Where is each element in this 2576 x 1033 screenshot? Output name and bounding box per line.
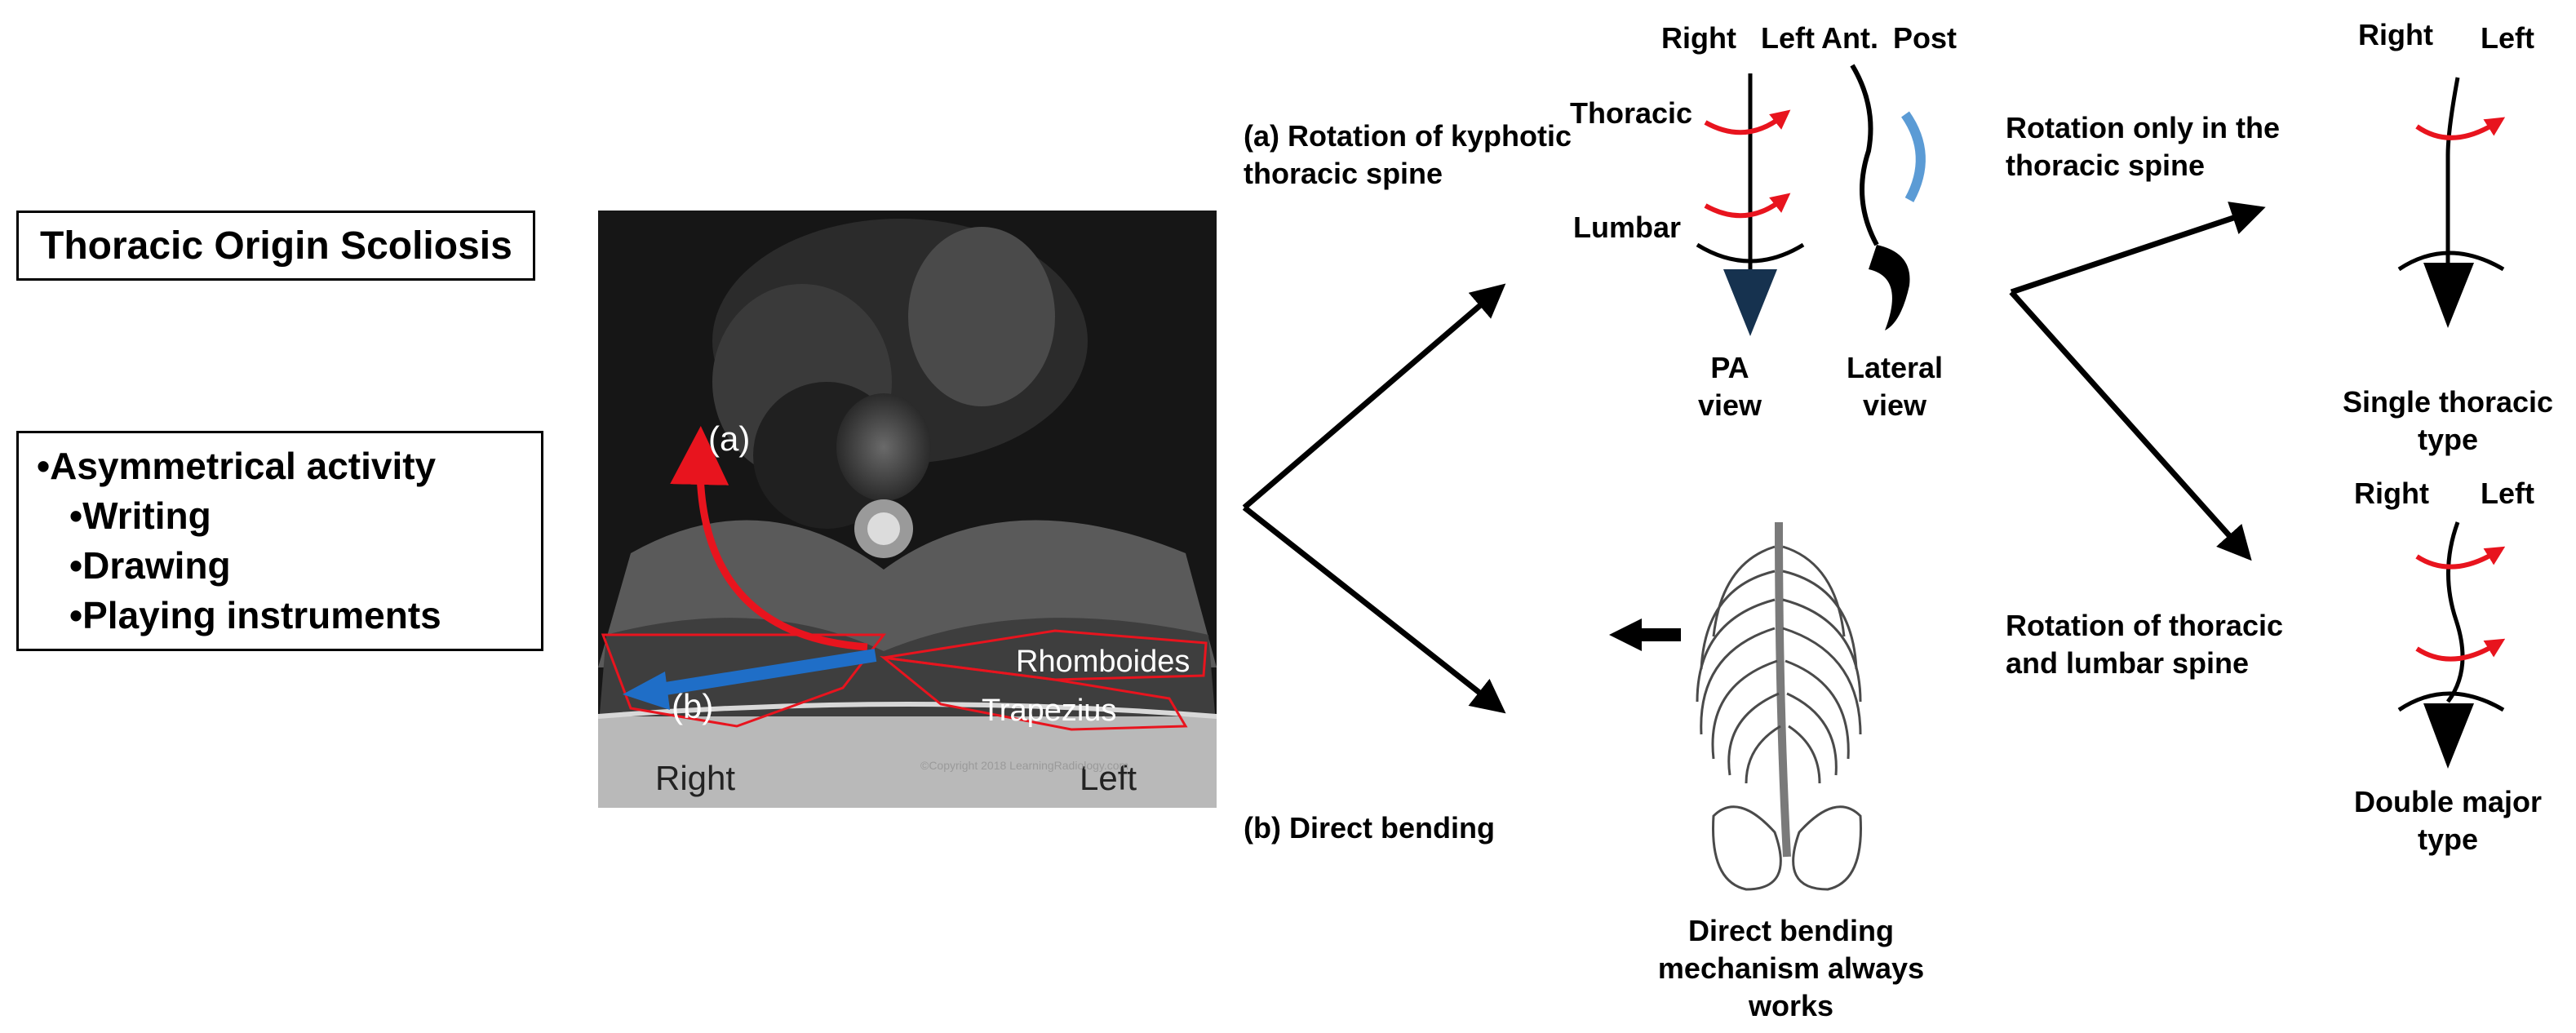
pa-view-spine xyxy=(1696,73,1805,336)
lateral-view-spine xyxy=(1850,64,1926,330)
double-left-label: Left xyxy=(2481,477,2534,510)
single-type-caption: Single thoracic type xyxy=(2342,385,2554,456)
mri-label-b: (b) xyxy=(672,687,714,725)
activity-item: •Writing xyxy=(69,494,211,537)
mri-label-a: (a) xyxy=(708,419,751,458)
activity-box: •Asymmetrical activity •Writing •Drawing… xyxy=(16,431,543,651)
double-type-caption: Double major type xyxy=(2353,785,2543,856)
single-right-label: Right xyxy=(2358,18,2433,51)
bending-arrow xyxy=(1609,618,1681,651)
single-left-label: Left xyxy=(2481,21,2534,55)
activity-item: •Playing instruments xyxy=(69,594,441,636)
thoracic-label: Thoracic xyxy=(1570,96,1693,130)
mri-copyright: ©Copyright 2018 LearningRadiology.com xyxy=(920,759,1129,772)
pa-right-label: Right xyxy=(1661,21,1736,55)
mri-side-right: Right xyxy=(655,759,736,797)
branch-a-label: (a) Rotation of kyphotic thoracic spine xyxy=(1244,119,1572,190)
single-thoracic-spine xyxy=(2397,77,2506,328)
pa-view-caption: PA view xyxy=(1697,351,1762,422)
lumbar-label: Lumbar xyxy=(1573,211,1682,244)
activity-header: •Asymmetrical activity xyxy=(37,445,437,487)
outcome-arrow-2 xyxy=(2009,290,2252,561)
activity-item: •Drawing xyxy=(69,544,231,587)
outcome-arrow-1 xyxy=(2010,202,2266,295)
rhomboides-label: Rhomboides xyxy=(1016,645,1190,679)
double-major-spine xyxy=(2397,521,2506,769)
double-right-label: Right xyxy=(2354,477,2429,510)
lateral-post-label: Post xyxy=(1893,21,1957,55)
lateral-view-caption: Lateral view xyxy=(1846,351,1944,422)
mri-side-left: Left xyxy=(1080,759,1137,797)
bending-caption: Direct bending mechanism always works xyxy=(1657,914,1925,1022)
lateral-ant-label: Ant. xyxy=(1821,21,1878,55)
branch-arrow-a xyxy=(1242,283,1506,510)
pa-left-label: Left xyxy=(1761,21,1815,55)
diagram-title: Thoracic Origin Scoliosis xyxy=(16,211,535,281)
branch-arrow-b xyxy=(1242,505,1506,714)
path-1-label: Rotation only in the thoracic spine xyxy=(2006,111,2280,182)
branch-b-label: (b) Direct bending xyxy=(1244,811,1495,845)
mri-illustration xyxy=(598,211,1217,808)
mri-axial-image: (a) (b) Rhomboides Trapezius Right Left … xyxy=(598,211,1217,808)
trapezius-label: Trapezius xyxy=(982,694,1117,728)
path-2-label: Rotation of thoracic and lumbar spine xyxy=(2006,609,2283,680)
rib-cage-illustration xyxy=(1696,521,1862,891)
